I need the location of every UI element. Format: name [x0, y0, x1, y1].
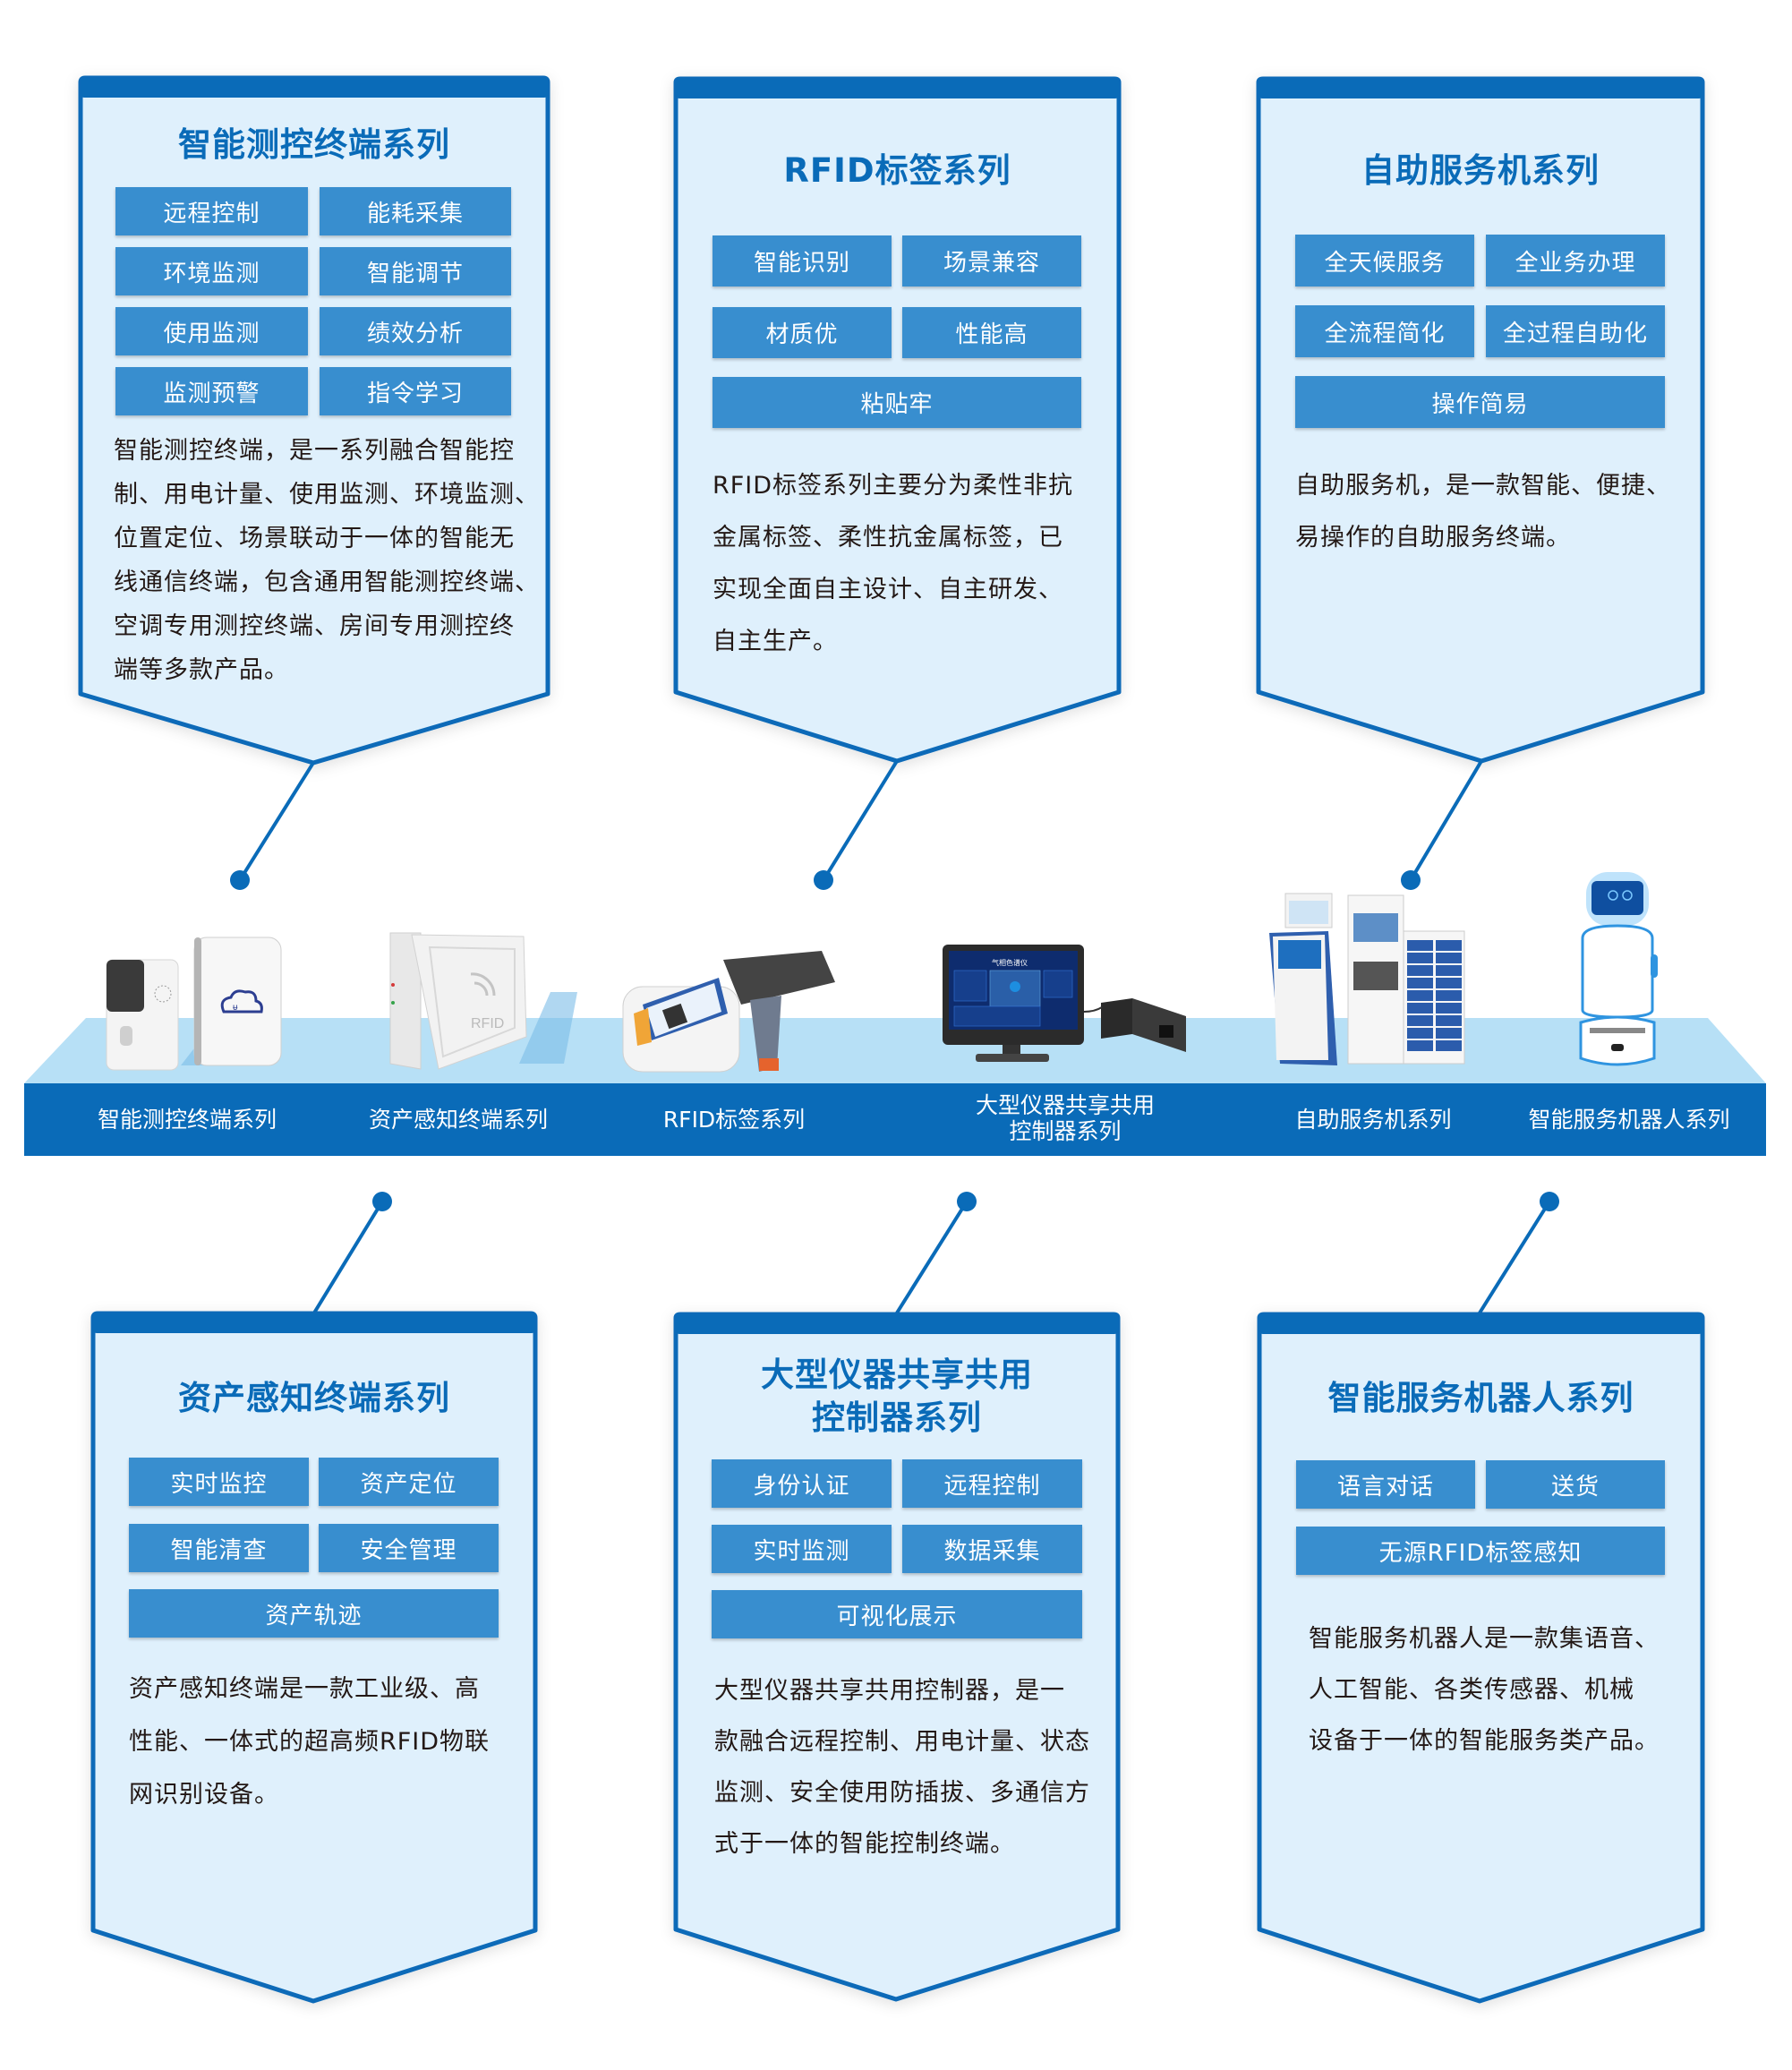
tag-full-self-service: 全过程自助化: [1486, 305, 1665, 357]
bottom-connector-2: [894, 1192, 977, 1316]
monitor-screen-title: 气相色谱仪: [992, 958, 1028, 967]
top-panel-smart-terminal: 智能测控终端系列 远程控制 能耗采集 环境监测 智能调节 使用监测 绩效分析 监…: [81, 78, 548, 763]
bottom-panel-instrument-controller: 大型仪器共享共用 控制器系列 身份认证 远程控制 实时监测 数据采集 可视化展示…: [676, 1314, 1118, 1999]
panel-title: 智能测控终端系列: [178, 125, 450, 164]
band-label-instrument-controller: 大型仪器共享共用 控制器系列: [975, 1092, 1155, 1144]
tag-all-business: 全业务办理: [1486, 235, 1665, 287]
panel-title: 自助服务机系列: [1361, 151, 1600, 190]
band-label-asset-terminal: 资产感知终端系列: [368, 1107, 548, 1133]
tag-all-weather-service: 全天候服务: [1295, 235, 1474, 287]
smart-plug-gateway-icon: ᵾ: [106, 937, 282, 1071]
bottom-panel-service-robot: 智能服务机器人系列 语言对话 送货 无源RFID标签感知 智能服务机器人是一款集…: [1259, 1314, 1702, 2001]
panel-title: 资产感知终端系列: [178, 1379, 450, 1417]
band-label-service-robot: 智能服务机器人系列: [1528, 1107, 1730, 1133]
panel-description: 智能测控终端，是一系列融合智能控 制、用电计量、使用监测、环境监测、 位置定位、…: [114, 437, 540, 684]
tag-security-management: 安全管理: [319, 1524, 499, 1572]
bottom-connector-3: [1477, 1192, 1559, 1316]
tag-quality-material: 材质优: [713, 307, 892, 358]
tag-asset-trajectory: 资产轨迹: [129, 1589, 499, 1638]
tag-visualization: 可视化展示: [712, 1590, 1082, 1638]
tag-usage-monitoring: 使用监测: [115, 307, 308, 355]
svg-text:ᵾ: ᵾ: [233, 1003, 238, 1013]
top-panel-self-service: 自助服务机系列 全天候服务 全业务办理 全流程简化 全过程自助化 操作简易 自助…: [1259, 79, 1702, 761]
tag-monitoring-alert: 监测预警: [115, 367, 308, 415]
tag-smart-recognition: 智能识别: [713, 235, 892, 287]
rfid-label: RFID: [471, 1016, 504, 1031]
tag-strong-adhesion: 粘贴牢: [713, 377, 1081, 428]
tag-simplified-process: 全流程简化: [1295, 305, 1474, 357]
tag-scene-compatible: 场景兼容: [902, 235, 1081, 287]
top-connector-1: [230, 761, 315, 890]
panel-description: 智能服务机器人是一款集语音、 人工智能、各类传感器、机械 设备于一体的智能服务类…: [1309, 1625, 1660, 1755]
tag-easy-operation: 操作简易: [1295, 376, 1665, 428]
tag-realtime-monitor: 实时监控: [129, 1458, 309, 1506]
tag-data-collection: 数据采集: [902, 1525, 1082, 1573]
tag-realtime-monitoring: 实时监测: [712, 1525, 892, 1573]
tag-passive-rfid-sensing: 无源RFID标签感知: [1296, 1527, 1665, 1575]
tag-identity-auth: 身份认证: [712, 1459, 892, 1508]
tag-high-performance: 性能高: [902, 307, 1081, 358]
robot-icon: [1579, 872, 1658, 1066]
handheld-scanner-icon: [622, 951, 835, 1073]
top-panel-rfid-tags: RFID标签系列 智能识别 场景兼容 材质优 性能高 粘贴牢 RFID标签系列主…: [676, 79, 1119, 761]
rfid-reader-icon: RFID: [389, 932, 577, 1070]
tag-remote-control: 远程控制: [902, 1459, 1082, 1508]
tag-energy-collection: 能耗采集: [320, 187, 511, 235]
panel-description: 自助服务机，是一款智能、便捷、 易操作的自助服务终端。: [1295, 472, 1671, 552]
panel-title: RFID标签系列: [783, 151, 1011, 190]
kiosk-locker-icon: [1269, 893, 1465, 1065]
monitor-controller-icon: 气相色谱仪: [943, 945, 1186, 1062]
tag-performance-analysis: 绩效分析: [320, 307, 511, 355]
band-label-smart-terminal: 智能测控终端系列: [97, 1107, 277, 1133]
panel-title: 大型仪器共享共用 控制器系列: [761, 1356, 1033, 1437]
tag-asset-locate: 资产定位: [319, 1458, 499, 1506]
tag-voice-dialog: 语言对话: [1296, 1460, 1475, 1509]
bottom-panel-asset-terminal: 资产感知终端系列 实时监控 资产定位 智能清查 安全管理 资产轨迹 资产感知终端…: [93, 1313, 535, 2001]
panel-description: 资产感知终端是一款工业级、高 性能、一体式的超高频RFID物联 网识别设备。: [129, 1675, 491, 1809]
tag-delivery: 送货: [1486, 1460, 1665, 1509]
band-label-self-service: 自助服务机系列: [1294, 1107, 1452, 1133]
bottom-connector-1: [311, 1192, 392, 1316]
top-connector-3: [1401, 759, 1483, 890]
top-connector-2: [814, 759, 899, 890]
band-label-rfid-tags: RFID标签系列: [662, 1107, 806, 1133]
tag-remote-control: 远程控制: [115, 187, 308, 235]
tag-smart-adjust: 智能调节: [320, 247, 511, 295]
panel-title: 智能服务机器人系列: [1327, 1379, 1634, 1417]
panel-description: 大型仪器共享共用控制器，是一 款融合远程控制、用电计量、状态 监测、安全使用防插…: [714, 1677, 1090, 1858]
tag-environment-monitoring: 环境监测: [115, 247, 308, 295]
tag-smart-inventory: 智能清查: [129, 1524, 309, 1572]
tag-command-learning: 指令学习: [320, 367, 511, 415]
panel-description: RFID标签系列主要分为柔性非抗 金属标签、柔性抗金属标签，已 实现全面自主设计…: [713, 472, 1074, 655]
